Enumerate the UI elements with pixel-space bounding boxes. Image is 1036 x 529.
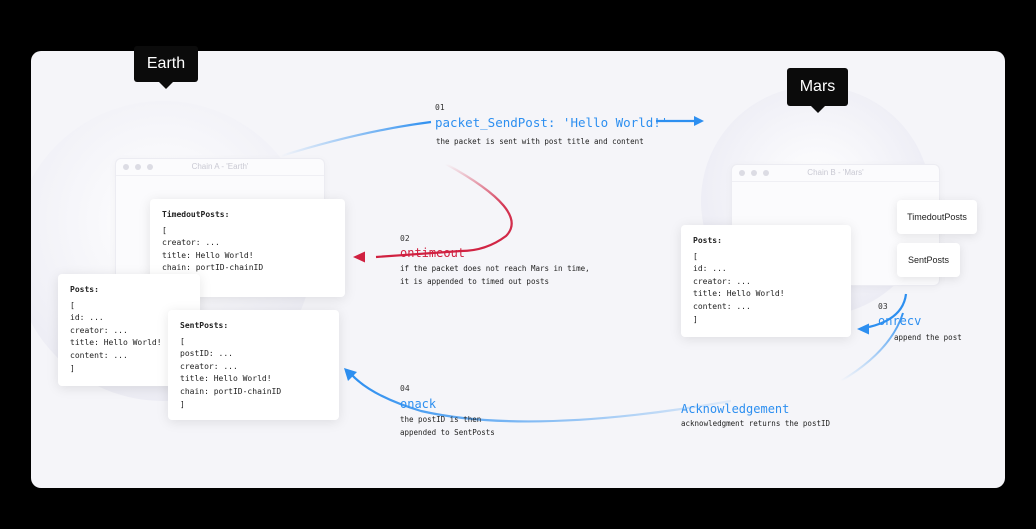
card-heading: Posts:: [693, 236, 722, 245]
mars-posts-card: Posts: [ id: ... creator: ... title: Hel…: [681, 225, 851, 337]
card-line: [: [70, 300, 75, 310]
card-line: [: [693, 251, 698, 261]
recv-arrowhead: [857, 323, 869, 335]
step-04-number: 04: [400, 384, 410, 393]
chain-a-title: Chain A - 'Earth': [191, 162, 249, 171]
recv-arrow: [868, 293, 908, 329]
step-03-number: 03: [878, 302, 888, 311]
card-heading: Posts:: [70, 285, 99, 294]
card-line: title: Hello World!: [693, 289, 785, 299]
card-line: id: ...: [693, 264, 727, 274]
earth-tag: Earth: [134, 46, 198, 89]
tag-pointer: [159, 82, 173, 89]
window-dot: [135, 164, 141, 170]
send-arrow: [280, 120, 432, 158]
card-line: title: Hello World!: [180, 374, 272, 384]
card-line: id: ...: [70, 313, 104, 323]
earth-tag-label: Earth: [146, 55, 186, 72]
window-dot: [123, 164, 129, 170]
ack-arrow: [350, 373, 732, 423]
ontimeout-label: ontimeout: [400, 246, 466, 260]
ontimeout-description-line2: it is appended to timed out posts: [400, 277, 550, 286]
card-line: title: Hello World!: [162, 250, 254, 260]
onrecv-description: append the post: [894, 333, 962, 342]
send-packet-label: packet_SendPost: 'Hello World!': [435, 115, 669, 130]
card-line: chain: portID-chainID: [180, 386, 282, 396]
card-line: postID: ...: [180, 349, 233, 359]
window-dot: [763, 170, 769, 176]
card-line: content: ...: [70, 350, 128, 360]
card-line: ]: [70, 363, 75, 373]
mars-tag: Mars: [787, 68, 848, 113]
onack-description-line2: appended to SentPosts: [400, 428, 495, 437]
card-line: creator: ...: [70, 325, 128, 335]
card-line: content: ...: [693, 301, 751, 311]
timeout-arrow: [375, 163, 513, 259]
sent-posts-card: SentPosts: [ postID: ... creator: ... ti…: [168, 310, 339, 420]
acknowledgement-description: acknowledgment returns the postID: [681, 419, 831, 428]
step-02-number: 02: [400, 234, 410, 243]
send-arrowhead: [694, 116, 704, 126]
acknowledgement-label: Acknowledgement: [681, 402, 790, 416]
card-line: title: Hello World!: [70, 338, 162, 348]
card-line: [: [162, 225, 167, 235]
ontimeout-description-line1: if the packet does not reach Mars in tim…: [400, 264, 590, 273]
window-dot: [739, 170, 745, 176]
send-packet-description: the packet is sent with post title and c…: [436, 137, 644, 146]
recv-fade: [840, 312, 904, 382]
mars-tag-label: Mars: [799, 78, 836, 95]
onrecv-label: onrecv: [878, 314, 922, 328]
window-dot: [147, 164, 153, 170]
ack-arrowhead: [344, 368, 357, 381]
card-line: [: [180, 336, 185, 346]
card-line: chain: portID-chainID: [162, 263, 264, 273]
window-dot: [751, 170, 757, 176]
timeout-arrowhead: [353, 251, 365, 263]
step-01-number: 01: [435, 103, 445, 112]
timedout-posts-pill: TimedoutPosts: [897, 200, 977, 234]
card-heading: TimedoutPosts:: [162, 210, 230, 219]
flow-arrows: [280, 116, 908, 423]
card-line: creator: ...: [162, 238, 220, 248]
card-line: ]: [180, 399, 185, 409]
sent-posts-pill: SentPosts: [897, 243, 960, 277]
card-line: creator: ...: [693, 276, 751, 286]
card-line: creator: ...: [180, 361, 238, 371]
card-heading: SentPosts:: [180, 321, 229, 330]
diagram-panel: Chain A - 'Earth' Chain B - 'Mars': [31, 51, 1005, 488]
card-line: ]: [693, 314, 698, 324]
onack-description-line1: the postID is then: [400, 415, 482, 424]
onack-label: onack: [400, 397, 437, 411]
chain-b-title: Chain B - 'Mars': [807, 168, 864, 177]
tag-pointer: [810, 106, 825, 113]
